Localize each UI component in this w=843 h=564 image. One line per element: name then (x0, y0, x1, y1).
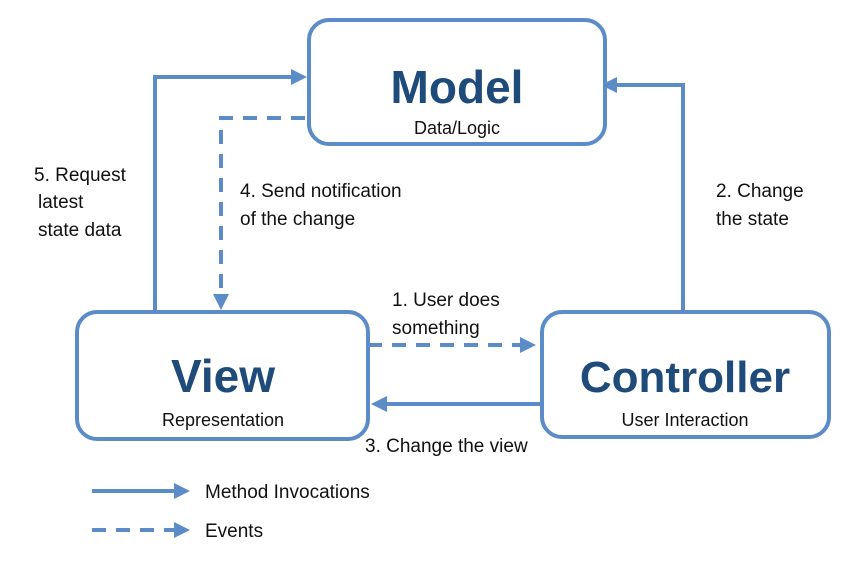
model-box: Model Data/Logic (307, 18, 607, 146)
label-change-state-line: the state (716, 209, 789, 230)
arrow-send-notification (213, 116, 305, 310)
model-subtitle: Data/Logic (414, 118, 500, 138)
arrow-change-state (601, 77, 685, 312)
label-send-notification: 4. Send notification of the change (240, 181, 407, 230)
label-send-notification-line: of the change (240, 209, 355, 230)
label-user-action-line: 1. User does (392, 290, 500, 311)
label-request-data-line: 5. Request (34, 165, 127, 186)
label-user-action: 1. User does something (392, 290, 505, 339)
controller-title: Controller (580, 353, 790, 402)
label-change-view-line: 3. Change the view (365, 436, 528, 457)
label-change-view: 3. Change the view (365, 436, 528, 457)
view-box: View Representation (75, 310, 370, 441)
legend: Method Invocations Events (92, 482, 370, 542)
label-send-notification-line: 4. Send notification (240, 181, 402, 202)
controller-subtitle: User Interaction (621, 410, 748, 430)
arrow-request-data (153, 69, 307, 312)
view-box-frame (75, 310, 370, 441)
legend-events-label: Events (205, 521, 263, 542)
controller-box-frame (540, 310, 831, 439)
label-request-data-line: latest (38, 192, 84, 213)
label-change-state: 2. Change the state (716, 181, 809, 230)
view-title: View (171, 350, 275, 402)
label-user-action-line: something (392, 318, 480, 339)
controller-box: Controller User Interaction (540, 310, 831, 439)
label-change-state-line: 2. Change (716, 181, 804, 202)
model-title: Model (391, 61, 524, 113)
view-subtitle: Representation (162, 410, 284, 430)
model-box-frame (307, 18, 607, 146)
label-request-data-line: state data (38, 220, 122, 241)
label-request-data: 5. Request latest state data (34, 165, 131, 241)
legend-method-label: Method Invocations (205, 482, 370, 503)
